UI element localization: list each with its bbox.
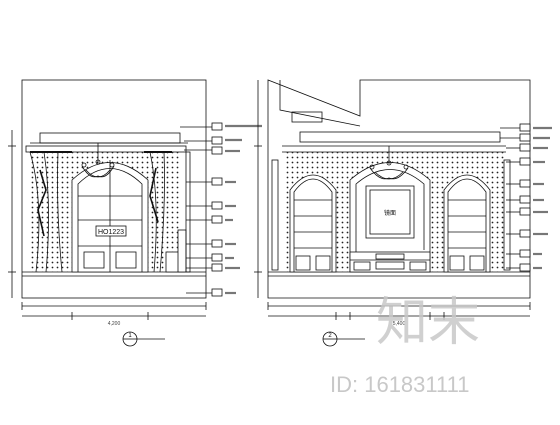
right-outer-frame	[267, 79, 531, 299]
right-center-arch	[349, 162, 431, 273]
right-section-number: 2	[328, 333, 332, 339]
door-plaque	[95, 225, 127, 237]
left-section-number: 1	[128, 333, 132, 339]
left-door	[71, 160, 149, 273]
right-elevation	[254, 79, 531, 320]
left-section-marker	[122, 331, 165, 347]
door-plaque-text: HO1223	[98, 229, 124, 236]
right-chandelier	[369, 146, 409, 180]
left-annotation-tags	[211, 122, 223, 297]
right-annotation-tags	[519, 123, 531, 272]
left-curtains	[29, 151, 172, 273]
right-left-bookcase	[289, 174, 337, 273]
right-ceiling-box	[291, 111, 323, 123]
left-cornice	[39, 132, 181, 144]
watermark-logo: 知末	[376, 294, 480, 352]
left-elevation	[8, 79, 212, 320]
left-dimension-text: 4,200	[108, 321, 121, 327]
mirror-label: 镜面	[384, 209, 396, 217]
right-section-marker	[322, 331, 365, 347]
right-cornice	[299, 131, 501, 143]
left-chandelier	[81, 143, 115, 178]
right-right-bookcase	[443, 174, 491, 273]
left-outer-frame	[21, 79, 207, 299]
mirror	[365, 185, 415, 239]
right-annotation-scribbles	[533, 126, 552, 270]
right-dimension-text: 5,400	[393, 321, 406, 327]
watermark-id: ID: 161831111	[330, 372, 469, 397]
left-annotation-scribbles	[225, 124, 262, 295]
